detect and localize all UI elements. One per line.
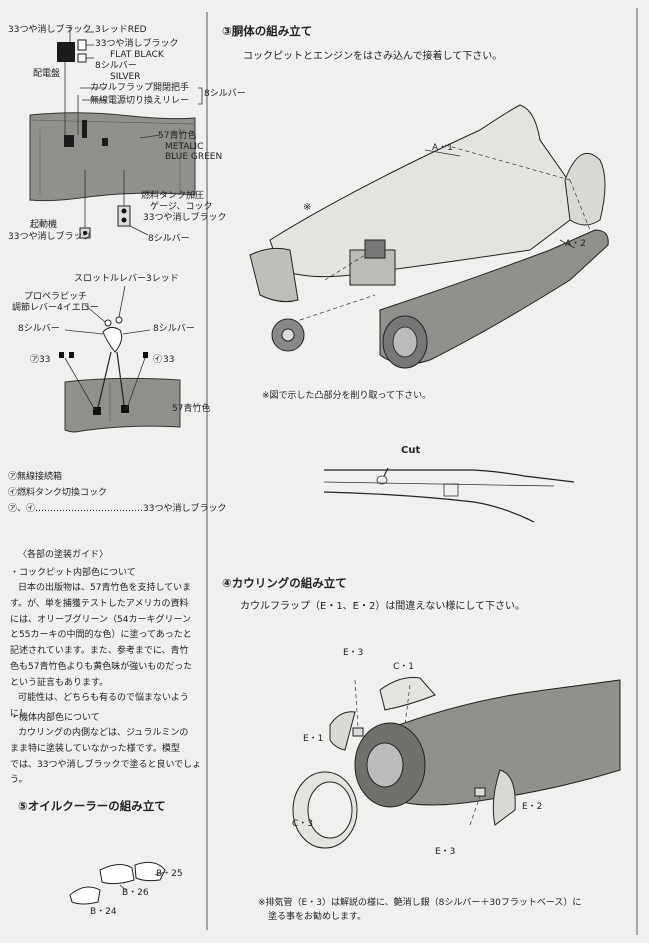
label-silver-right: 8シルバー <box>148 234 190 244</box>
cockpit-line: と55カーキの中間的な色）に塗ってあったと <box>10 630 192 641</box>
label-red: 3レッドRED <box>95 25 147 35</box>
label-throttle: スロットルレバー3レッド <box>74 274 179 284</box>
step4-note-2: 塗る事をお勧めします。 <box>268 912 367 922</box>
cockpit-panel-illustration <box>29 26 203 239</box>
fuselage-illustration <box>249 104 609 369</box>
label-blue-green: 57青竹色 <box>158 131 197 141</box>
step5-heading: ⑤オイルクーラーの組み立て <box>18 799 166 813</box>
label-e3-top: E・3 <box>343 648 364 658</box>
step3-heading: ③胴体の組み立て <box>222 24 313 38</box>
legend-ab: ㋐、㋑………………………………33つや消しブラック <box>8 504 227 514</box>
label-starter: 起動機 <box>30 220 58 230</box>
label-prop-pitch-1: プロペラピッチ <box>24 292 88 302</box>
engine-line: カウリングの内側などは、ジュラルミンの <box>18 728 189 738</box>
label-silver-r: 8シルバー <box>153 324 195 334</box>
cockpit-line: という証言もあります。 <box>10 677 109 688</box>
step4-heading: ④カウリングの組み立て <box>222 576 347 590</box>
label-silver: 8シルバー <box>95 61 137 71</box>
label-flat-black-en: FLAT BLACK <box>110 50 164 60</box>
label-cowl-flap-handle: カウルフラップ開閉把手 <box>90 83 190 93</box>
cockpit-paragraph: 日本の出版物は、57青竹色を支持していま す。が、単を捕獲テストしたアメリカの資… <box>10 581 210 723</box>
label-silver-en: SILVER <box>110 72 141 82</box>
label-silver-l: 8シルバー <box>18 324 60 334</box>
label-a1: A・1 <box>432 143 453 153</box>
cockpit-line: には、オリーブグリーン（54カーキグリーン <box>10 614 192 625</box>
asterisk-mark: ※ <box>303 202 312 213</box>
label-radio-relay: 無線電源切り換えリレー <box>90 96 190 106</box>
label-c3: C・3 <box>292 819 314 829</box>
paint-guide-title: 〈各部の塗装ガイド〉 <box>18 550 109 560</box>
cockpit-line: 日本の出版物は、57青竹色を支持していま <box>18 583 192 593</box>
engine-paragraph: カウリングの内側などは、ジュラルミンの まま特に塗装していなかった様です。模型 … <box>10 726 210 789</box>
label-tag-b-icon: ㋑ <box>153 355 163 365</box>
oil-cooler-illustration <box>69 861 166 905</box>
step4-note-1: ※排気管（E・3）は解説の様に、艶消し銀（8シルバー＋30フラットベース）に <box>258 898 582 908</box>
legend-a: ㋐無線接続箱 <box>8 472 63 482</box>
cockpit-line: 色も57青竹色よりも黄色味が強いものだった <box>10 661 193 672</box>
label-prop-pitch-2: 調節レバー4イエロー <box>12 303 99 313</box>
label-tag-a: ㋐33 <box>30 355 51 365</box>
engine-line: では、33つや消しブラックで塗ると良いでしょう。 <box>10 759 202 786</box>
label-switchboard: 配電盤 <box>33 69 61 79</box>
label-silver-bracket: 8シルバー <box>204 89 246 99</box>
cockpit-heading: ・コックピット内部色について <box>10 568 136 578</box>
label-e3-bottom: E・3 <box>435 847 456 857</box>
cowling-illustration <box>292 677 621 849</box>
throttle-illustration <box>59 285 181 433</box>
cockpit-line: 可能性は、どちらも有るので悩まないよう <box>18 693 189 704</box>
cockpit-line: に！ <box>10 709 29 719</box>
label-b24: B・24 <box>90 907 117 917</box>
label-e2: E・2 <box>522 802 543 812</box>
label-fuel-cock-2: ゲージ、コック <box>150 202 213 212</box>
step3-note: ※図で示した凸部分を削り取って下さい。 <box>262 391 432 401</box>
label-starter-black: 33つや消しブラック <box>8 232 92 242</box>
label-flat-black-1: 33つや消しブラック <box>8 25 92 35</box>
label-blue-green-en2: BLUE GREEN <box>165 152 223 162</box>
cut-detail-illustration <box>323 467 575 523</box>
label-b26: B・26 <box>122 888 149 898</box>
label-blue-green-en1: METALIC <box>165 142 204 152</box>
label-flat-black-2: 33つや消しブラック <box>95 39 179 49</box>
label-fuel-cock-1: 燃料タンク加圧 <box>141 191 205 201</box>
cockpit-line: 記述されています。また、参考までに、青竹 <box>10 646 189 656</box>
label-blue-green-mid: 57青竹色 <box>172 404 211 414</box>
engine-heading: ・機体内部色について <box>10 713 100 723</box>
step3-instruction: コックピットとエンジンをはさみ込んで接着して下さい。 <box>243 51 503 62</box>
cockpit-line: す。が、単を捕獲テストしたアメリカの資料 <box>10 598 189 609</box>
label-c1: C・1 <box>393 662 415 672</box>
cut-label: Cut <box>401 445 421 456</box>
label-tag-b: 33 <box>163 355 175 365</box>
legend-b: ㋑燃料タンク切換コック <box>8 488 108 498</box>
step4-instruction: カウルフラップ（E・1、E・2）は間違えない様にして下さい。 <box>240 601 526 612</box>
label-fuel-cock-black: 33つや消しブラック <box>143 213 227 223</box>
label-a2: A・2 <box>565 239 586 249</box>
label-b25: B・25 <box>156 869 183 879</box>
label-e1: E・1 <box>303 734 324 744</box>
engine-line: まま特に塗装していなかった様です。模型 <box>10 743 180 754</box>
